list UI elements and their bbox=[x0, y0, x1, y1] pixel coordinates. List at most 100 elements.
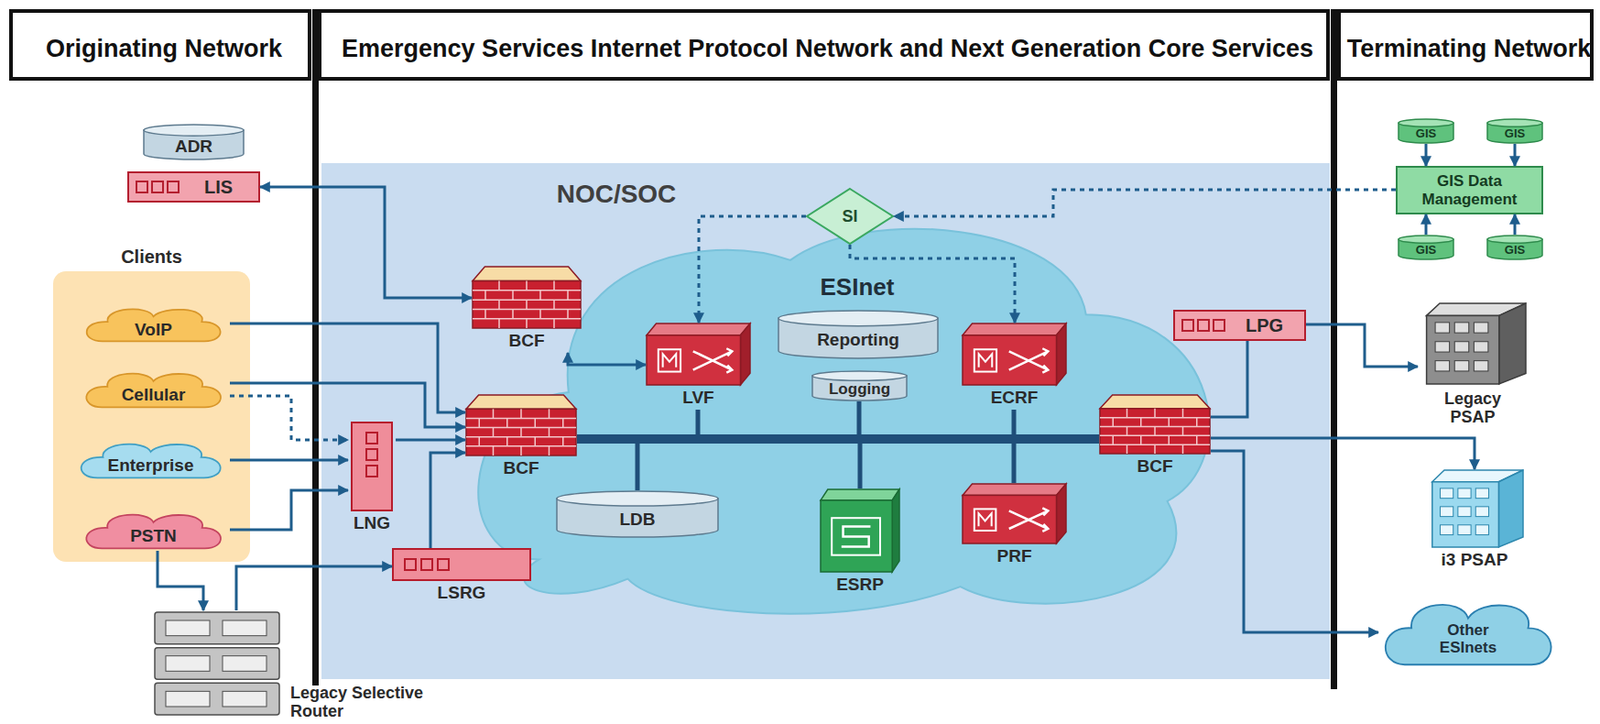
database-cylinder: GIS bbox=[1397, 118, 1455, 144]
node-label: GIS bbox=[1504, 243, 1525, 258]
icon-part bbox=[1140, 417, 1143, 427]
icon-part bbox=[646, 335, 741, 385]
icon-part bbox=[1182, 426, 1185, 436]
icon-part bbox=[392, 548, 531, 580]
text-frame: NOC/SOC bbox=[524, 177, 708, 211]
icon-part bbox=[520, 446, 523, 456]
divider-line bbox=[312, 9, 319, 686]
connector-line bbox=[849, 244, 1015, 323]
icon-part bbox=[1458, 524, 1471, 535]
connector-line bbox=[229, 395, 349, 440]
icon-part bbox=[165, 620, 210, 636]
icon-part bbox=[484, 290, 487, 300]
icon-part bbox=[534, 436, 537, 447]
icon-part bbox=[498, 318, 501, 328]
icon-part bbox=[646, 323, 751, 336]
node-label: Legacy Selective Router bbox=[290, 683, 425, 720]
icon-part bbox=[1168, 417, 1171, 427]
icon-part bbox=[548, 408, 551, 418]
connector-line bbox=[576, 438, 1014, 483]
connector-line bbox=[260, 186, 472, 298]
icon-part bbox=[222, 655, 267, 672]
icon-part bbox=[1056, 483, 1067, 544]
node-label: ESInet bbox=[820, 273, 895, 301]
node-label: Terminating Network bbox=[1347, 34, 1592, 63]
icon-part bbox=[165, 690, 210, 707]
icon-part bbox=[1126, 426, 1129, 436]
icon-part bbox=[663, 353, 677, 368]
icon-part bbox=[53, 271, 251, 562]
node-label: Clients bbox=[120, 246, 183, 267]
text-frame: Cellular bbox=[76, 379, 230, 410]
icon-part bbox=[740, 323, 752, 385]
text-frame: Other ESInets bbox=[1378, 609, 1558, 667]
icon-part bbox=[152, 181, 164, 193]
text-frame: PSTN bbox=[76, 520, 230, 551]
icon-part bbox=[1498, 469, 1524, 547]
database-cylinder: ADR bbox=[142, 123, 245, 161]
icon-part bbox=[979, 512, 992, 526]
icon-part bbox=[143, 124, 244, 136]
decision-diamond: SI bbox=[805, 187, 894, 245]
server-box: LIS bbox=[127, 171, 261, 203]
network-cloud: PSTN bbox=[76, 508, 230, 551]
connector-line bbox=[229, 382, 466, 427]
icon-part bbox=[1454, 360, 1470, 371]
icon-part bbox=[1475, 524, 1489, 535]
network-cloud: Enterprise bbox=[71, 437, 230, 480]
text-frame: GIS Data Management bbox=[1399, 167, 1540, 213]
database-cylinder: Logging bbox=[811, 370, 908, 402]
shape-outline bbox=[1417, 302, 1528, 385]
icon-part bbox=[1153, 426, 1156, 436]
node-label: BCF bbox=[502, 457, 539, 478]
connector-line bbox=[1210, 450, 1379, 632]
icon-part bbox=[831, 517, 881, 555]
building-icon: Legacy PSAP bbox=[1417, 302, 1528, 431]
icon-part bbox=[506, 417, 509, 427]
node-label: Originating Network bbox=[45, 34, 283, 63]
icon-part bbox=[1458, 506, 1471, 517]
icon-part bbox=[548, 446, 551, 456]
icon-part bbox=[498, 299, 501, 309]
icon-part bbox=[472, 281, 581, 328]
text-frame: GIS bbox=[1486, 240, 1544, 261]
icon-part bbox=[478, 417, 481, 427]
text-frame: Terminating Network bbox=[1346, 16, 1592, 81]
node-label: ADR bbox=[174, 136, 213, 156]
icon-part bbox=[484, 308, 487, 318]
icon-part bbox=[1475, 506, 1489, 517]
node-label: LNG bbox=[353, 512, 391, 533]
node-label: PRF bbox=[997, 545, 1033, 566]
icon-part bbox=[1099, 416, 1210, 419]
icon-part bbox=[892, 489, 900, 572]
icon-part bbox=[556, 490, 719, 506]
network-cloud: Other ESInets bbox=[1378, 595, 1558, 667]
icon-part bbox=[437, 558, 449, 570]
node-label: GIS bbox=[1415, 243, 1437, 258]
icon-part bbox=[492, 427, 495, 437]
network-cloud: VoIP bbox=[76, 303, 230, 344]
connector-line bbox=[1210, 437, 1475, 469]
text-frame: PRF bbox=[934, 544, 1095, 568]
icon-part bbox=[693, 348, 733, 372]
icon-part bbox=[167, 181, 179, 193]
icon-part bbox=[1398, 119, 1454, 127]
icon-part bbox=[820, 489, 900, 501]
node-label: LPG bbox=[1245, 315, 1284, 336]
text-frame: Legacy PSAP bbox=[1399, 384, 1546, 431]
icon-part bbox=[974, 348, 997, 371]
icon-part bbox=[366, 432, 378, 444]
icon-part bbox=[1182, 408, 1185, 418]
column-header: Terminating Network bbox=[1337, 9, 1594, 81]
connector-line bbox=[236, 565, 392, 610]
icon-part bbox=[812, 370, 907, 381]
icon-part bbox=[1475, 488, 1489, 499]
node-label: PSTN bbox=[130, 525, 177, 545]
icon-part bbox=[1435, 360, 1450, 371]
icon-part bbox=[1454, 322, 1470, 333]
text-frame: LNG bbox=[320, 511, 424, 535]
icon-part bbox=[525, 318, 528, 328]
shape-outline bbox=[961, 482, 1067, 545]
server-icon: ESRP bbox=[819, 488, 901, 597]
icon-part bbox=[1435, 322, 1450, 333]
